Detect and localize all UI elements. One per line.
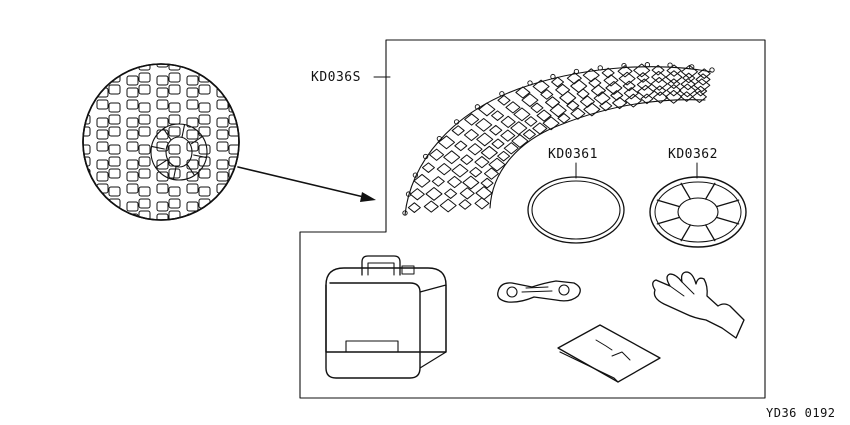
arrow-icon [237, 166, 376, 202]
kit-frame [299, 39, 766, 399]
chain-net-icon [402, 62, 715, 216]
part-label-net-set: KD036S [311, 70, 361, 85]
part-label-wheel-guide: KD0362 [668, 147, 718, 162]
tool-icon [497, 280, 581, 303]
mat-icon [557, 324, 661, 383]
tire-chain-icon [82, 63, 240, 221]
glove-icon [652, 271, 745, 339]
ring-icon [527, 162, 625, 244]
drawing-code: YD36 0192 [766, 406, 836, 420]
part-label-ring: KD0361 [548, 147, 598, 162]
wheel-plate-icon [649, 162, 747, 248]
case-icon [325, 255, 447, 379]
